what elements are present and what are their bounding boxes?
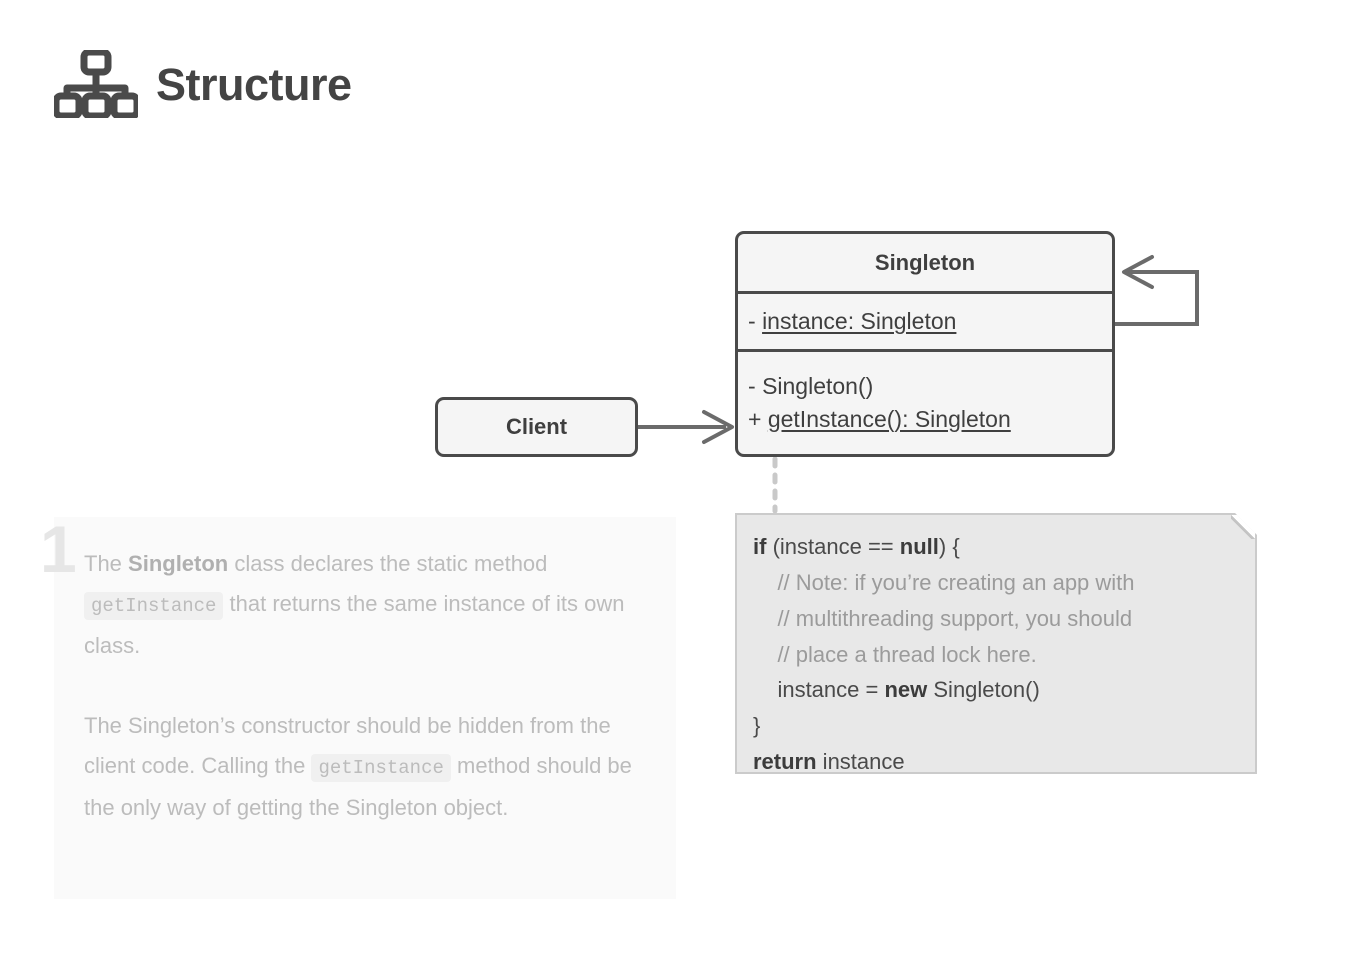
description-paragraph: The Singleton class declares the static … xyxy=(84,544,659,666)
code-line: return instance xyxy=(753,749,905,775)
uml-class-client[interactable]: Client xyxy=(435,397,638,457)
description-text: The Singleton class declares the static … xyxy=(84,544,659,828)
class-method-constructor: - Singleton() xyxy=(748,372,874,399)
class-attributes-compartment: - instance: Singleton xyxy=(738,294,1112,352)
hierarchy-icon xyxy=(54,50,138,118)
body-text: that returns the same instance of its ow… xyxy=(84,591,625,658)
relation-singleton-self xyxy=(1115,255,1199,326)
body-text: The xyxy=(84,551,129,576)
class-method-getinstance: + getInstance(): Singleton xyxy=(748,406,1011,432)
emphasis-text: Singleton xyxy=(128,551,229,576)
code-line: // Note: if you’re creating an app with xyxy=(753,569,1135,595)
description-paragraph: The Singleton’s constructor should be hi… xyxy=(84,706,659,828)
code-note: if (instance == null) { // Note: if you’… xyxy=(735,513,1257,774)
code-chip: getInstance xyxy=(84,592,224,620)
code-note-lines: if (instance == null) { // Note: if you’… xyxy=(753,529,1239,780)
body-text: class declares the static method xyxy=(228,551,548,576)
code-chip: getInstance xyxy=(311,754,451,782)
code-line: // place a thread lock here. xyxy=(753,641,1037,667)
code-line: instance = new Singleton() xyxy=(753,677,1040,703)
step-number: 1 xyxy=(40,512,77,586)
page-title: Structure xyxy=(156,58,352,110)
class-methods-compartment: - Singleton() + getInstance(): Singleton xyxy=(738,352,1112,454)
code-line: } xyxy=(753,713,761,739)
code-line: if (instance == null) { xyxy=(753,534,960,559)
page-header: Structure xyxy=(54,50,352,118)
body-text: The Singleton’s constructor should be hi… xyxy=(84,713,611,778)
class-name-client: Client xyxy=(505,414,568,439)
class-attribute-instance: - instance: Singleton xyxy=(748,307,957,334)
description-panel xyxy=(54,517,676,899)
code-line: // multithreading support, you should xyxy=(753,605,1133,631)
class-name-singleton: Singleton xyxy=(874,249,976,275)
relation-client-to-singleton xyxy=(638,410,734,444)
body-text: method should be the only way of getting… xyxy=(84,753,632,820)
uml-class-singleton[interactable]: Singleton - instance: Singleton - Single… xyxy=(735,231,1115,457)
class-title-compartment: Singleton xyxy=(738,234,1112,294)
